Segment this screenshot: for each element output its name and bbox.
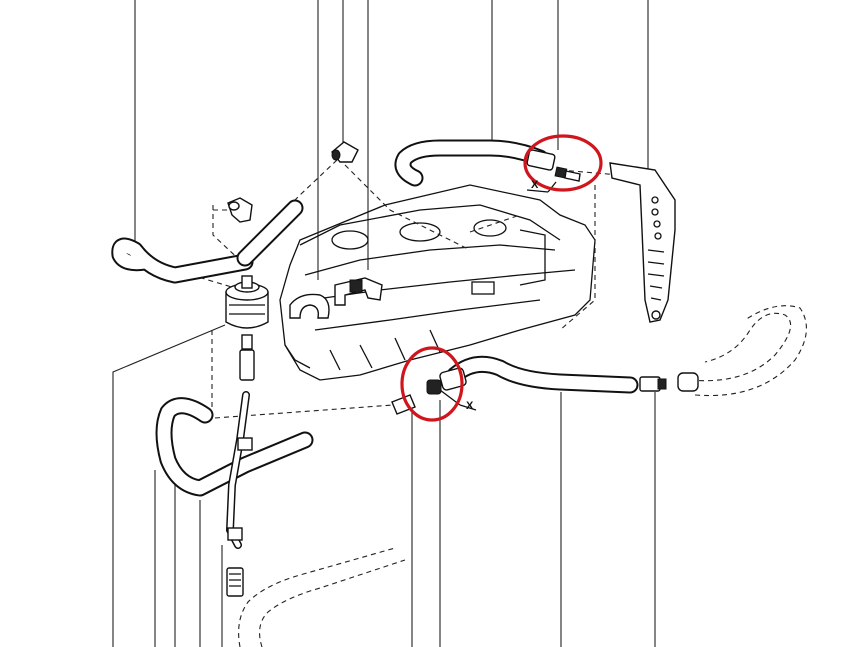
upper-joint-parts	[526, 149, 581, 193]
hose-diagonal	[236, 199, 304, 267]
leader-lines-bottom	[112, 324, 656, 647]
engine-block	[279, 184, 596, 381]
filter-canister	[225, 275, 269, 329]
vacuum-pipe	[225, 334, 255, 597]
elbow-connector-top	[331, 141, 359, 163]
lower-joint-highlight-circle	[400, 346, 464, 422]
hose-upper-left	[111, 237, 254, 284]
upper-joint-label: X	[531, 179, 539, 191]
hose-lower-right	[446, 355, 639, 394]
hose-dashed-right	[689, 305, 807, 397]
hose-dashed-bottom	[238, 547, 406, 647]
leader-lines-top	[134, 0, 649, 280]
mounting-bracket	[609, 162, 676, 323]
lower-joint-label: X	[466, 400, 474, 412]
hose-lower-left	[155, 397, 314, 497]
hose-upper-right	[394, 139, 549, 187]
hose-clamps	[289, 277, 383, 319]
elbow-connector-left	[227, 197, 253, 223]
upper-joint-highlight-circle	[523, 134, 603, 192]
lower-right-connector	[639, 372, 699, 392]
